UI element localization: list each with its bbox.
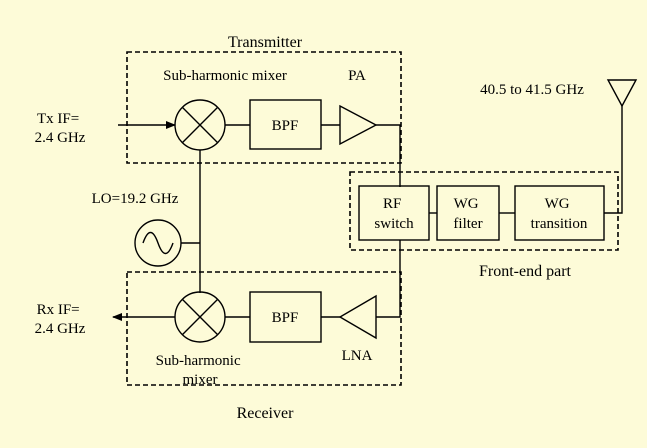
front-end-group-box <box>349 171 619 251</box>
rx-mixer-symbol <box>174 291 226 343</box>
tx-mixer-symbol <box>174 99 226 151</box>
front-end-label: Front-end part <box>479 263 572 280</box>
wg-transition-label: WG transition <box>531 196 588 232</box>
wire-pa-rf-switch <box>376 124 401 187</box>
rf-switch-label: RF switch <box>374 196 414 232</box>
rx-mixer-label: Sub-harmonic mixer <box>156 353 245 388</box>
lna-amplifier-symbol <box>338 294 377 340</box>
transmitter-label: Transmitter <box>228 34 303 51</box>
rx-bpf-label: BPF <box>272 310 299 326</box>
antenna-icon <box>606 79 638 108</box>
sine-source-icon <box>134 219 182 267</box>
lo-label: LO=19.2 GHz <box>92 191 179 207</box>
antenna-band-label: 40.5 to 41.5 GHz <box>480 82 584 98</box>
wg-filter-label: WG filter <box>453 196 482 232</box>
tx-mixer-label: Sub-harmonic mixer <box>163 68 287 84</box>
wire-rf-switch-lna <box>376 240 401 318</box>
tx-bpf-label: BPF <box>272 118 299 134</box>
pa-amplifier-symbol <box>339 104 378 146</box>
wire-transition-antenna <box>604 105 623 214</box>
receiver-group-box <box>126 271 402 386</box>
tx-if-label: Tx IF= 2.4 GHz <box>35 111 86 146</box>
pa-label: PA <box>348 68 366 84</box>
receiver-label: Receiver <box>237 405 295 422</box>
transmitter-group-box <box>126 51 402 164</box>
rx-if-label: Rx IF= 2.4 GHz <box>35 302 86 337</box>
lna-label: LNA <box>342 348 373 364</box>
